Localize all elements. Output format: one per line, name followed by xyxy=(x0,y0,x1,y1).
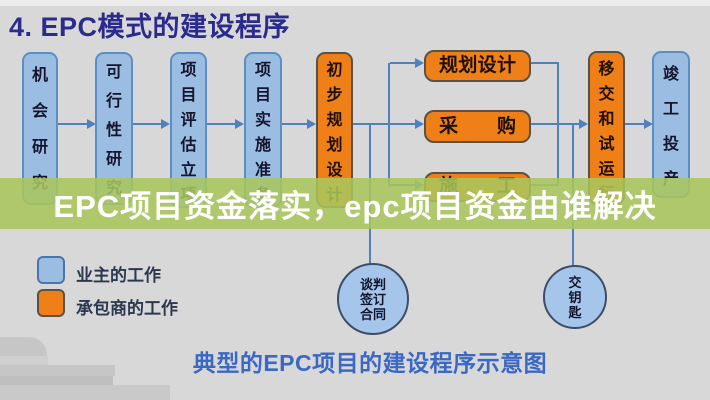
connector-line xyxy=(625,123,645,125)
milestone-circle-turnkey: 交钥匙 xyxy=(543,265,607,329)
arrowhead-icon xyxy=(415,119,424,129)
connector-line xyxy=(352,123,390,125)
arrowhead-icon xyxy=(87,119,96,129)
connector-line xyxy=(531,62,559,64)
milestone-label: 交钥匙 xyxy=(568,274,582,320)
steps-decoration xyxy=(0,365,115,376)
diagram-caption: 典型的EPC项目的建设程序示意图 xyxy=(192,350,548,376)
connector-line xyxy=(390,62,416,64)
stage-box-completion-production: 竣工投产 xyxy=(652,51,690,198)
slide-title: 4. EPC模式的建设程序 xyxy=(9,12,291,42)
milestone-label: 谈判签订合同 xyxy=(359,276,386,322)
arrowhead-icon xyxy=(579,119,588,129)
connector-line xyxy=(58,123,88,125)
steps-decoration xyxy=(0,376,113,385)
connector-line xyxy=(390,123,416,125)
arrowhead-icon xyxy=(415,58,424,68)
legend-owner-label: 业主的工作 xyxy=(76,266,161,285)
connector-line xyxy=(282,123,308,125)
task-box-planning-design: 规划设计 xyxy=(424,50,531,82)
headline-overlay-banner: EPC项目资金落实，epc项目资金由谁解决 xyxy=(0,178,710,229)
connector-line xyxy=(133,123,162,125)
steps-decoration xyxy=(0,385,170,400)
arrowhead-icon xyxy=(644,119,653,129)
connector-line xyxy=(207,123,236,125)
steps-decoration xyxy=(0,356,48,365)
branch-line xyxy=(388,63,390,187)
top-strip xyxy=(0,0,710,6)
task-box-procurement: 采购 xyxy=(424,110,531,143)
legend-contractor-label: 承包商的工作 xyxy=(76,299,178,318)
arrowhead-icon xyxy=(161,119,170,129)
arrowhead-icon xyxy=(235,119,244,129)
legend-contractor-swatch xyxy=(37,289,65,317)
legend-owner-swatch xyxy=(37,256,65,284)
headline-overlay-text: EPC项目资金落实，epc项目资金由谁解决 xyxy=(53,189,657,224)
milestone-circle-contract-signing: 谈判签订合同 xyxy=(337,263,409,335)
connector-line xyxy=(531,123,579,125)
arrowhead-icon xyxy=(307,119,316,129)
steps-decoration xyxy=(0,337,47,358)
